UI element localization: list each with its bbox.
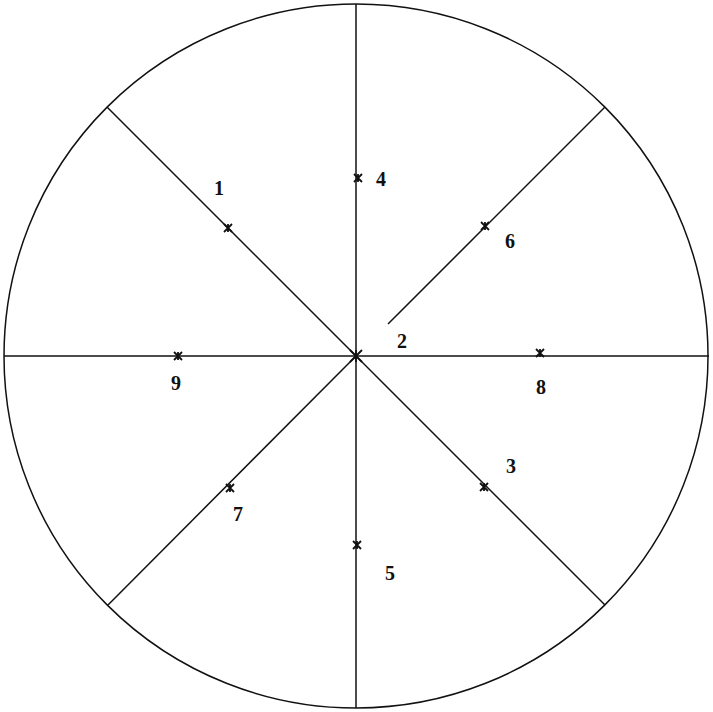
diagonal-line: [108, 356, 356, 605]
point-mark: [353, 541, 361, 549]
outer-circle: [4, 4, 708, 708]
point-number: 9: [171, 373, 181, 393]
point-number: 1: [214, 178, 224, 198]
point-mark: [224, 224, 232, 232]
point-number: 2: [397, 331, 407, 351]
point-mark: [174, 352, 182, 360]
point-mark: [481, 222, 489, 230]
point-mark: [226, 484, 234, 492]
point-mark: [350, 350, 362, 362]
point-number: 5: [385, 563, 395, 583]
point-number: 3: [506, 456, 516, 476]
point-number: 6: [505, 231, 515, 251]
point-number: 4: [376, 169, 386, 189]
point-mark: [354, 174, 362, 182]
point-mark: [536, 349, 544, 357]
point-number: 8: [536, 377, 546, 397]
point-mark: [480, 483, 488, 491]
point-number: 7: [233, 504, 243, 524]
diagonal-line: [388, 107, 605, 324]
diagonal-line: [107, 107, 605, 605]
